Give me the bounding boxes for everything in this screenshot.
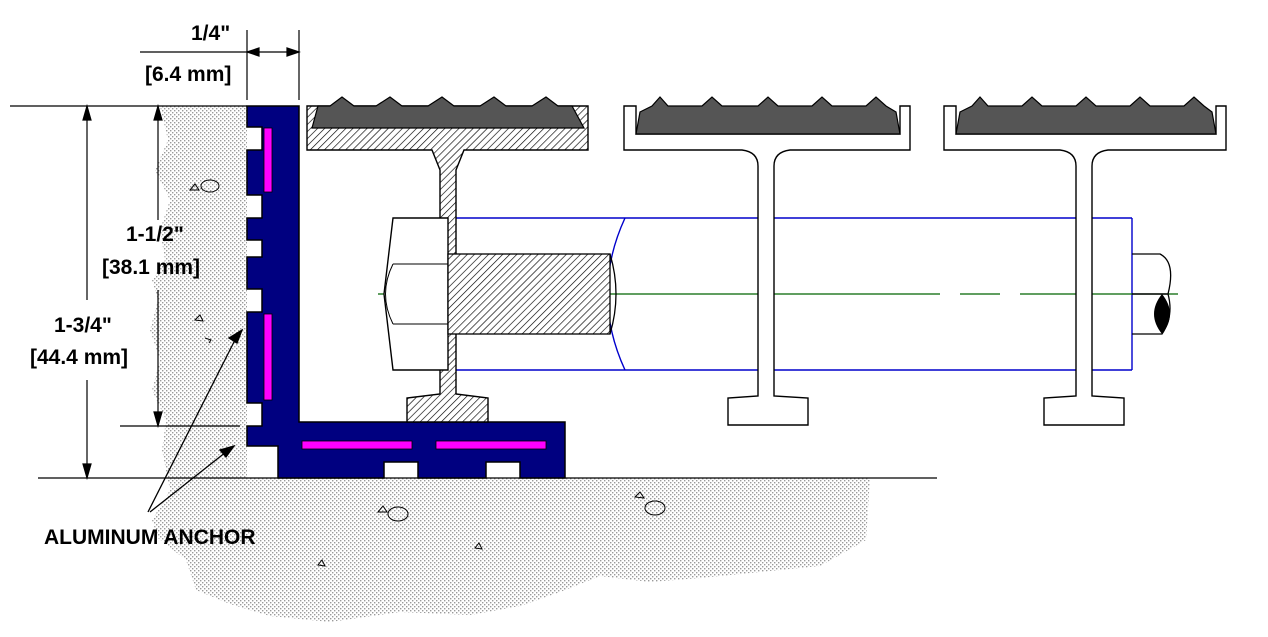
dim-width-mm: [6.4 mm] (145, 63, 231, 86)
dim-inner-height-mm: [38.1 mm] (102, 256, 200, 279)
dimension-inner-height (120, 103, 240, 429)
grating-bar-2 (623, 96, 911, 426)
tread-strip-2 (635, 96, 901, 135)
tread-strip-1 (311, 96, 586, 129)
anchor-callout-label: ALUMINUM ANCHOR (44, 526, 256, 549)
grating-bar-3 (943, 96, 1227, 426)
dimension-width (140, 30, 301, 100)
tread-strip-3 (955, 96, 1217, 135)
bolt-thread (447, 253, 611, 335)
concrete-substrate (10, 105, 937, 622)
rod-end-break (1132, 253, 1172, 335)
dim-total-height-in: 1-3/4" (54, 314, 112, 337)
frame-insert-bottom-right (435, 440, 547, 450)
bolt (383, 217, 617, 371)
aggregate-marks (188, 179, 666, 567)
dim-total-height-mm: [44.4 mm] (30, 346, 128, 369)
aluminum-frame (246, 105, 566, 479)
dim-width-in: 1/4" (191, 22, 230, 45)
anchor-leaders (147, 328, 244, 513)
frame-insert-bottom-left (301, 440, 413, 450)
frame-insert-top (263, 127, 273, 193)
frame-insert-middle (263, 313, 273, 401)
dim-inner-height-in: 1-1/2" (126, 223, 184, 246)
dimension-total-height (82, 103, 92, 481)
